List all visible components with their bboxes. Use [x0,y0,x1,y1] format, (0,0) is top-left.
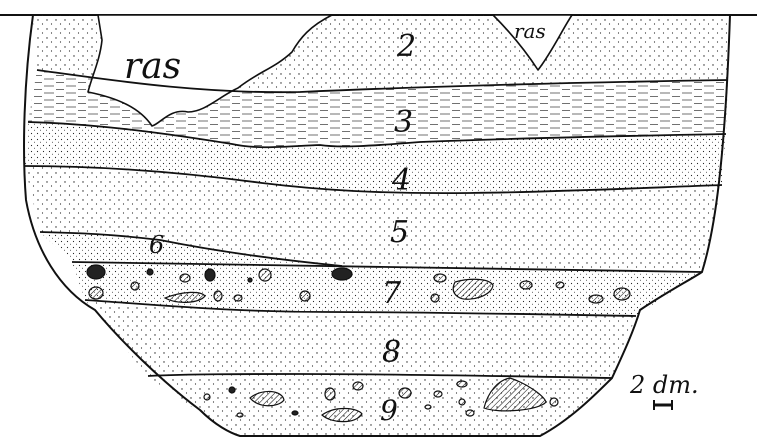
ras-label-right: ras [514,19,546,43]
layer-label-5: 5 [390,215,409,250]
layer-label-3: 3 [394,105,413,140]
layer-label-4: 4 [391,163,411,198]
ras-label-left: ras [124,46,181,87]
layer-label-2: 2 [396,29,416,64]
layer-label-7: 7 [382,276,402,311]
layer-label-8: 8 [382,335,401,370]
layer-label-9: 9 [380,394,398,427]
layer-label-6: 6 [149,231,164,259]
scale-bar: 2 dm. [629,371,699,410]
scale-label: 2 dm. [629,371,699,399]
